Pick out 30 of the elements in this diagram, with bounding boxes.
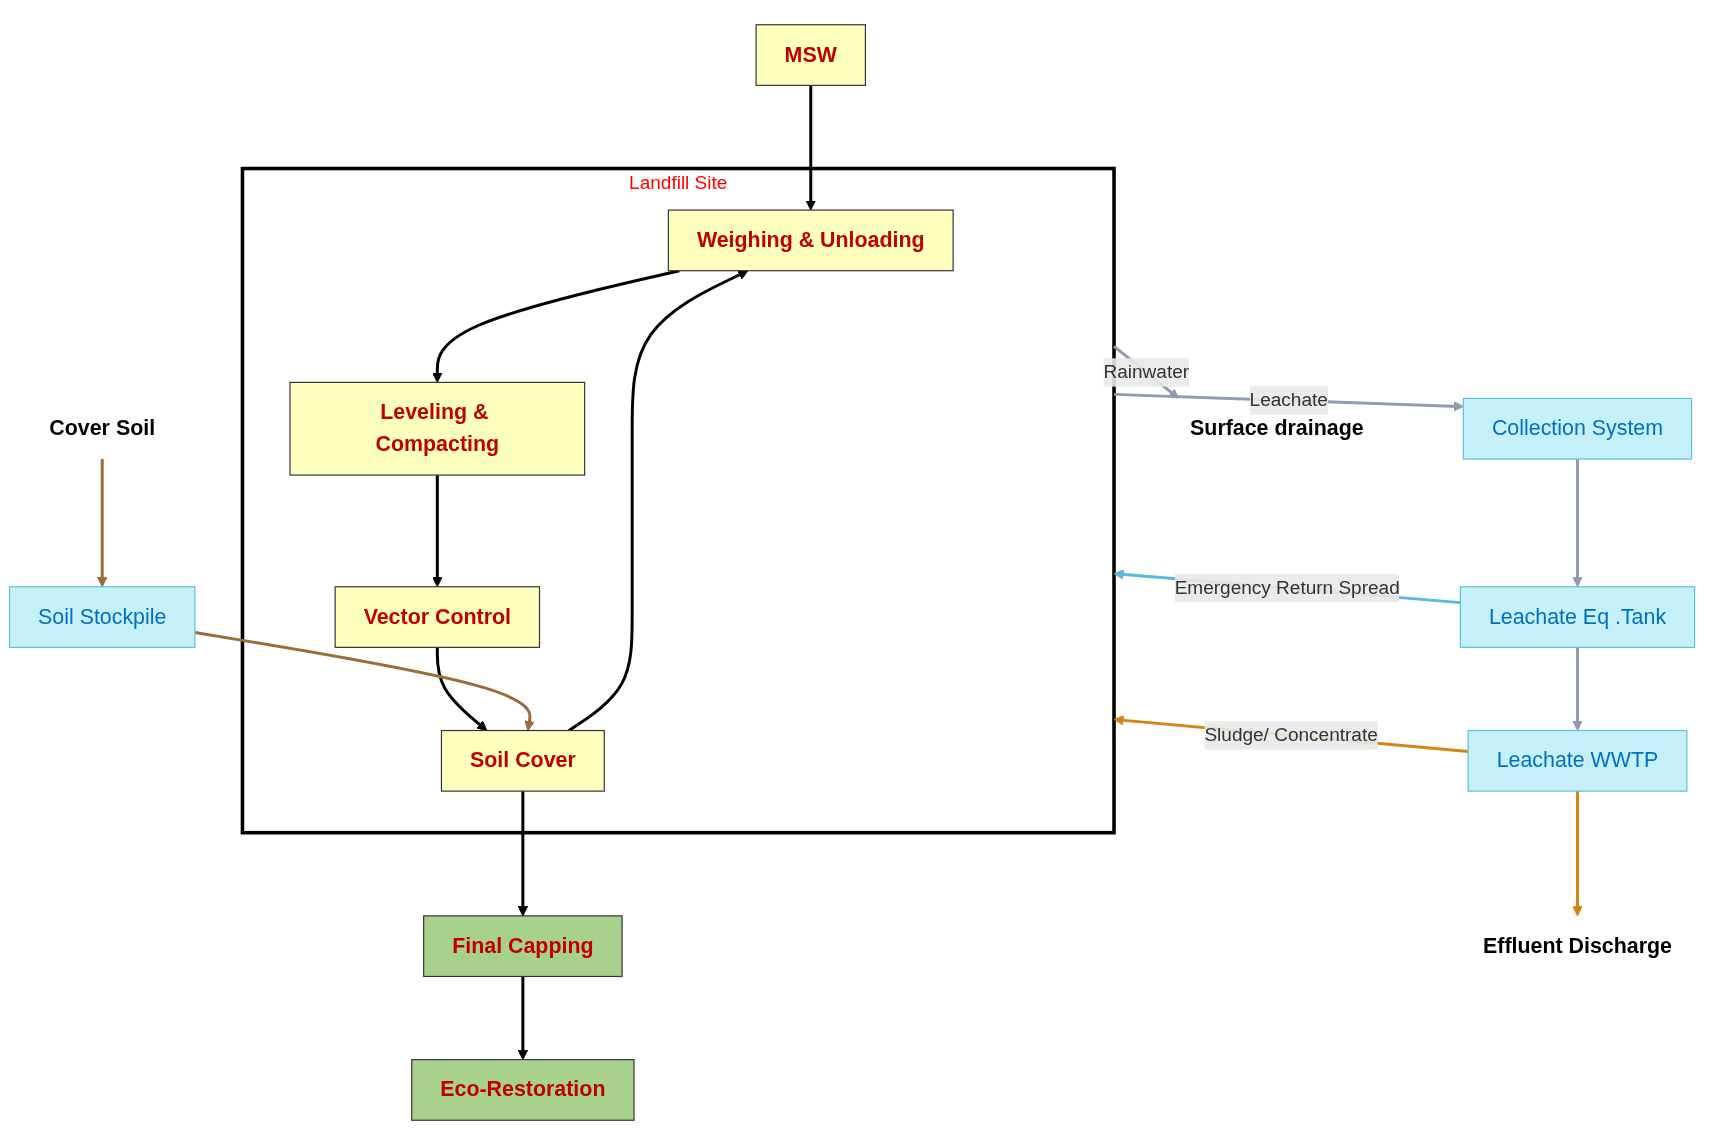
node-box: Soil Stockpile (8, 586, 196, 648)
arrow (517, 976, 529, 1061)
arrow (1572, 459, 1583, 588)
node-box: Soil Cover (440, 729, 605, 792)
node-box: Leachate WWTP (1467, 729, 1688, 792)
arrow (1113, 715, 1469, 753)
node-box: Final Capping (423, 915, 623, 978)
node-box: Eco-Restoration (411, 1059, 635, 1121)
arrow (432, 475, 443, 588)
arrow (1572, 647, 1583, 731)
node-box: MSW (755, 24, 866, 86)
node-box: Collection System (1462, 397, 1693, 460)
arrow (517, 791, 529, 917)
node-box: Leveling & Compacting (289, 381, 586, 476)
arrow (435, 647, 488, 731)
node-text: Surface drainage (1190, 416, 1364, 441)
arrow (568, 270, 749, 732)
node-text: Cover Soil (49, 416, 156, 441)
arrow (194, 631, 535, 731)
arrow (805, 85, 816, 211)
edge-label: Leachate (1249, 389, 1328, 410)
arrow (97, 459, 108, 588)
node-box: Weighing & Unloading (667, 209, 954, 272)
arrow (1572, 791, 1583, 917)
arrow (432, 269, 680, 383)
edge-label: Sludge/ Concentrate (1204, 724, 1378, 745)
node-text: Effluent Discharge (1483, 933, 1672, 958)
node-box: Vector Control (334, 586, 541, 648)
node-box: Leachate Eq .Tank (1459, 586, 1696, 648)
edge-label: Emergency Return Spread (1174, 577, 1400, 598)
